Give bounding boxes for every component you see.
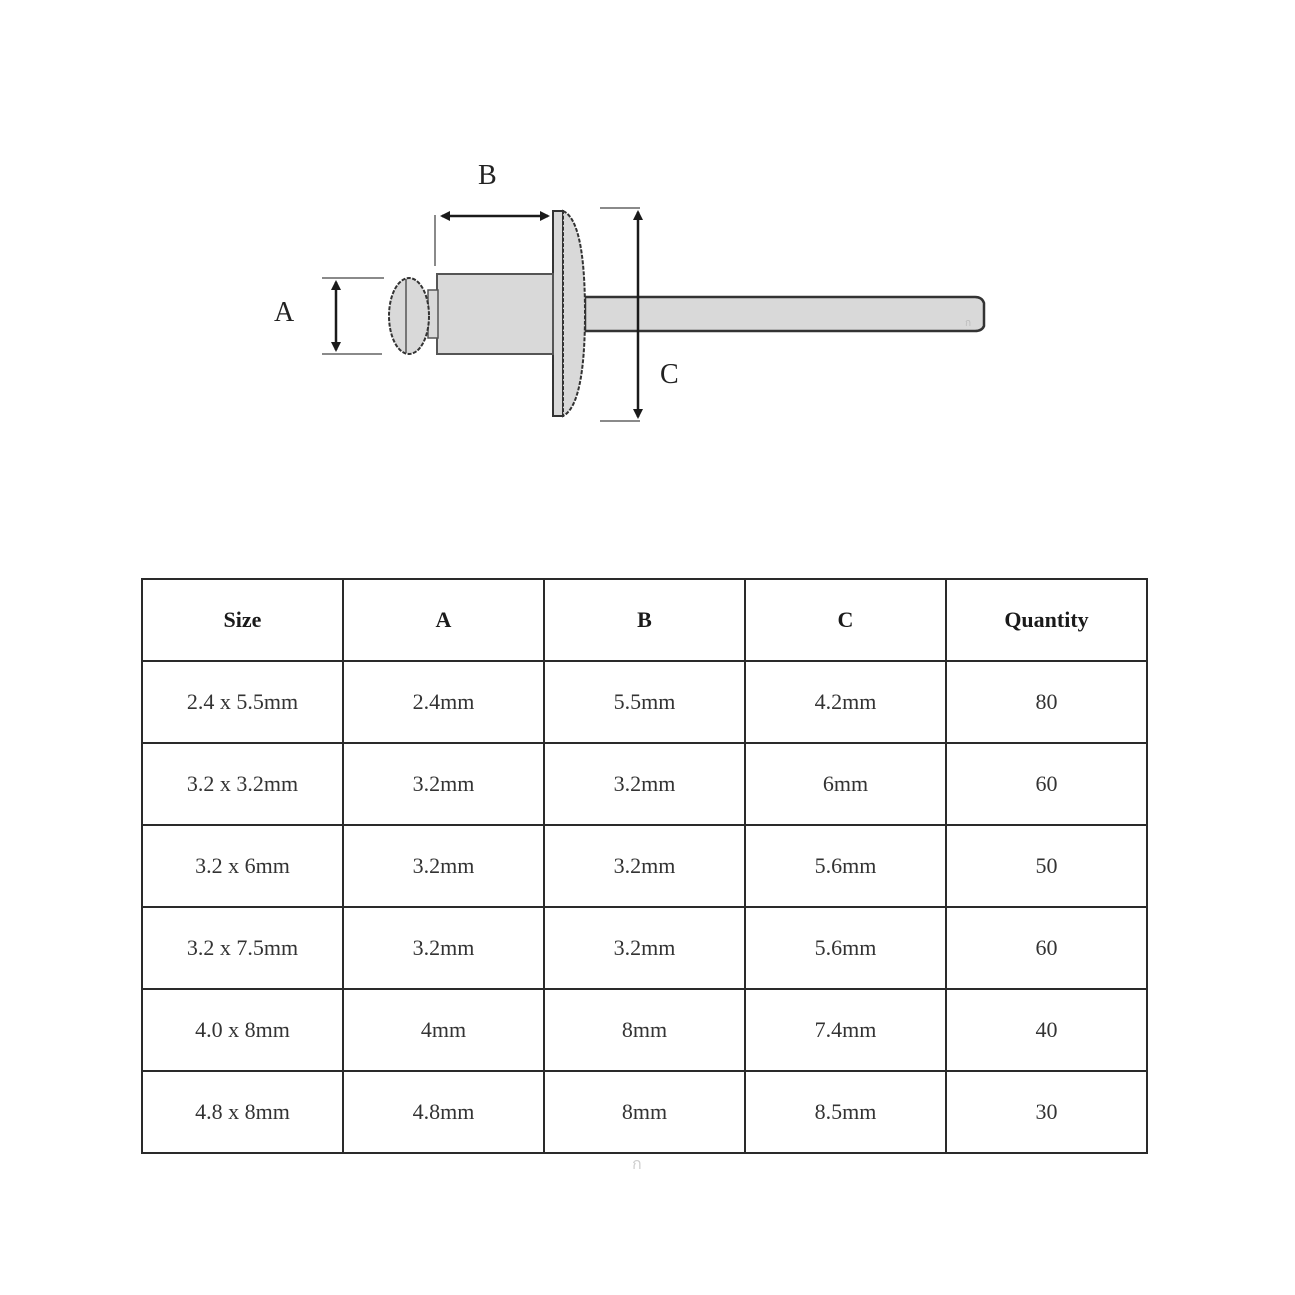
table-row: 2.4 x 5.5mm 2.4mm 5.5mm 4.2mm 80 [141, 660, 1148, 744]
cell-size: 3.2 x 7.5mm [141, 906, 344, 990]
dimension-label-a: A [274, 297, 295, 328]
rivet-diagram: ก B A C [0, 0, 1295, 520]
header-c: C [744, 578, 947, 662]
cell-quantity: 60 [945, 742, 1148, 826]
table-row: 4.8 x 8mm 4.8mm 8mm 8.5mm 30 [141, 1070, 1148, 1154]
cell-b: 3.2mm [543, 906, 746, 990]
cell-c: 4.2mm [744, 660, 947, 744]
cell-a: 2.4mm [342, 660, 545, 744]
dimension-label-c: C [660, 359, 679, 390]
cell-quantity: 40 [945, 988, 1148, 1072]
table-row: 4.0 x 8mm 4mm 8mm 7.4mm 40 [141, 988, 1148, 1072]
table-header-row: Size A B C Quantity [141, 578, 1148, 662]
cell-c: 7.4mm [744, 988, 947, 1072]
header-quantity: Quantity [945, 578, 1148, 662]
cell-size: 4.8 x 8mm [141, 1070, 344, 1154]
watermark-glyph: ก [965, 318, 971, 329]
cell-quantity: 30 [945, 1070, 1148, 1154]
header-size: Size [141, 578, 344, 662]
cell-size: 3.2 x 3.2mm [141, 742, 344, 826]
rivet-flange-head [552, 209, 587, 418]
cell-size: 2.4 x 5.5mm [141, 660, 344, 744]
dimension-b [434, 211, 550, 266]
rivet-size-table: Size A B C Quantity 2.4 x 5.5mm 2.4mm 5.… [141, 578, 1148, 1154]
cell-c: 5.6mm [744, 824, 947, 908]
watermark-mark: ก [632, 1154, 642, 1173]
rivet-body [436, 273, 554, 355]
rivet-mandrel [583, 295, 986, 333]
cell-c: 8.5mm [744, 1070, 947, 1154]
dimension-a [322, 277, 384, 355]
cell-a: 3.2mm [342, 742, 545, 826]
cell-size: 4.0 x 8mm [141, 988, 344, 1072]
cell-a: 3.2mm [342, 824, 545, 908]
cell-quantity: 80 [945, 660, 1148, 744]
dimension-label-b: B [478, 160, 497, 191]
cell-a: 4mm [342, 988, 545, 1072]
dimension-c [600, 207, 643, 422]
cell-b: 3.2mm [543, 742, 746, 826]
cell-a: 3.2mm [342, 906, 545, 990]
table-row: 3.2 x 7.5mm 3.2mm 3.2mm 5.6mm 60 [141, 906, 1148, 990]
cell-b: 5.5mm [543, 660, 746, 744]
header-b: B [543, 578, 746, 662]
cell-quantity: 60 [945, 906, 1148, 990]
cell-quantity: 50 [945, 824, 1148, 908]
rivet-mandrel-head [388, 277, 439, 355]
cell-a: 4.8mm [342, 1070, 545, 1154]
cell-b: 8mm [543, 988, 746, 1072]
table-row: 3.2 x 6mm 3.2mm 3.2mm 5.6mm 50 [141, 824, 1148, 908]
cell-b: 8mm [543, 1070, 746, 1154]
header-a: A [342, 578, 545, 662]
cell-b: 3.2mm [543, 824, 746, 908]
cell-c: 5.6mm [744, 906, 947, 990]
table-row: 3.2 x 3.2mm 3.2mm 3.2mm 6mm 60 [141, 742, 1148, 826]
cell-size: 3.2 x 6mm [141, 824, 344, 908]
cell-c: 6mm [744, 742, 947, 826]
rivet-illustration: ก [322, 207, 986, 422]
